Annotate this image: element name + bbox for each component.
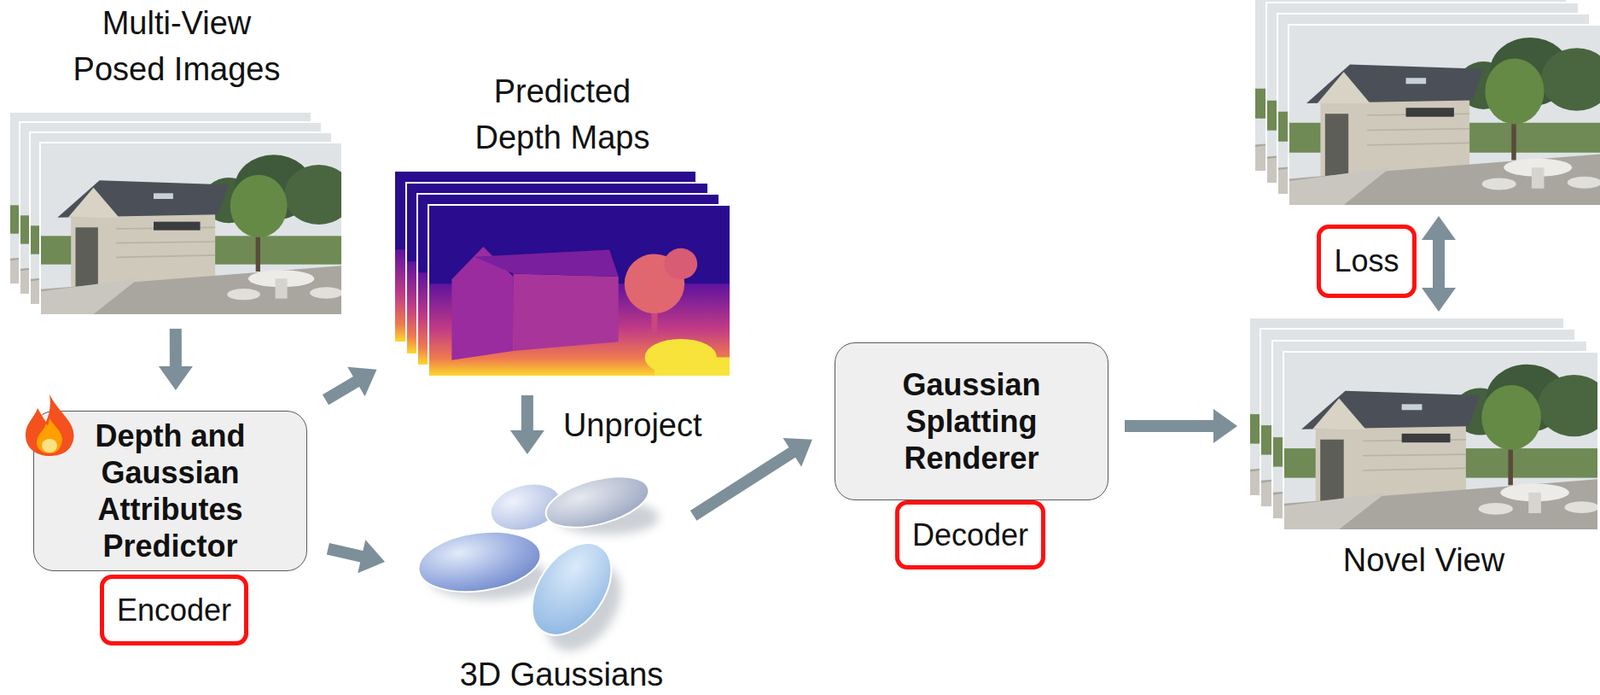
- node-text: Depth and Gaussian Attributes Predictor: [46, 417, 295, 565]
- flow-arrow: [690, 437, 813, 521]
- node-text: 3D Gaussians: [459, 655, 664, 693]
- edge-label: Unproject: [559, 405, 706, 445]
- node-text: Gaussian Splatting Renderer: [847, 366, 1096, 477]
- node-text: Multi-View Posed Images: [57, 0, 297, 93]
- process-box: Gaussian Splatting Renderer: [834, 342, 1109, 501]
- flow-arrow: [326, 539, 385, 573]
- flow-arrow: [158, 328, 193, 390]
- node-text: Encoder: [116, 591, 232, 629]
- node-text: Novel View: [1343, 541, 1505, 579]
- novel-view-images: Novel View: [1250, 318, 1598, 579]
- flow-arrow: [510, 395, 545, 454]
- role-tag: Decoder: [895, 500, 1046, 570]
- process-box: Depth and Gaussian Attributes Predictor: [33, 410, 308, 571]
- node-text: Loss: [1333, 242, 1399, 280]
- flow-arrow: [1124, 408, 1238, 443]
- depth-maps: Predicted Depth Maps: [395, 68, 730, 378]
- node-text: Predicted Depth Maps: [459, 68, 665, 161]
- loss-tag: Loss: [1316, 224, 1417, 298]
- node-text: Decoder: [912, 516, 1029, 554]
- gaussians: 3D Gaussians: [418, 477, 683, 693]
- role-tag: Encoder: [99, 574, 249, 646]
- input-images: Multi-View Posed Images: [10, 0, 344, 316]
- flow-arrow: [322, 366, 378, 406]
